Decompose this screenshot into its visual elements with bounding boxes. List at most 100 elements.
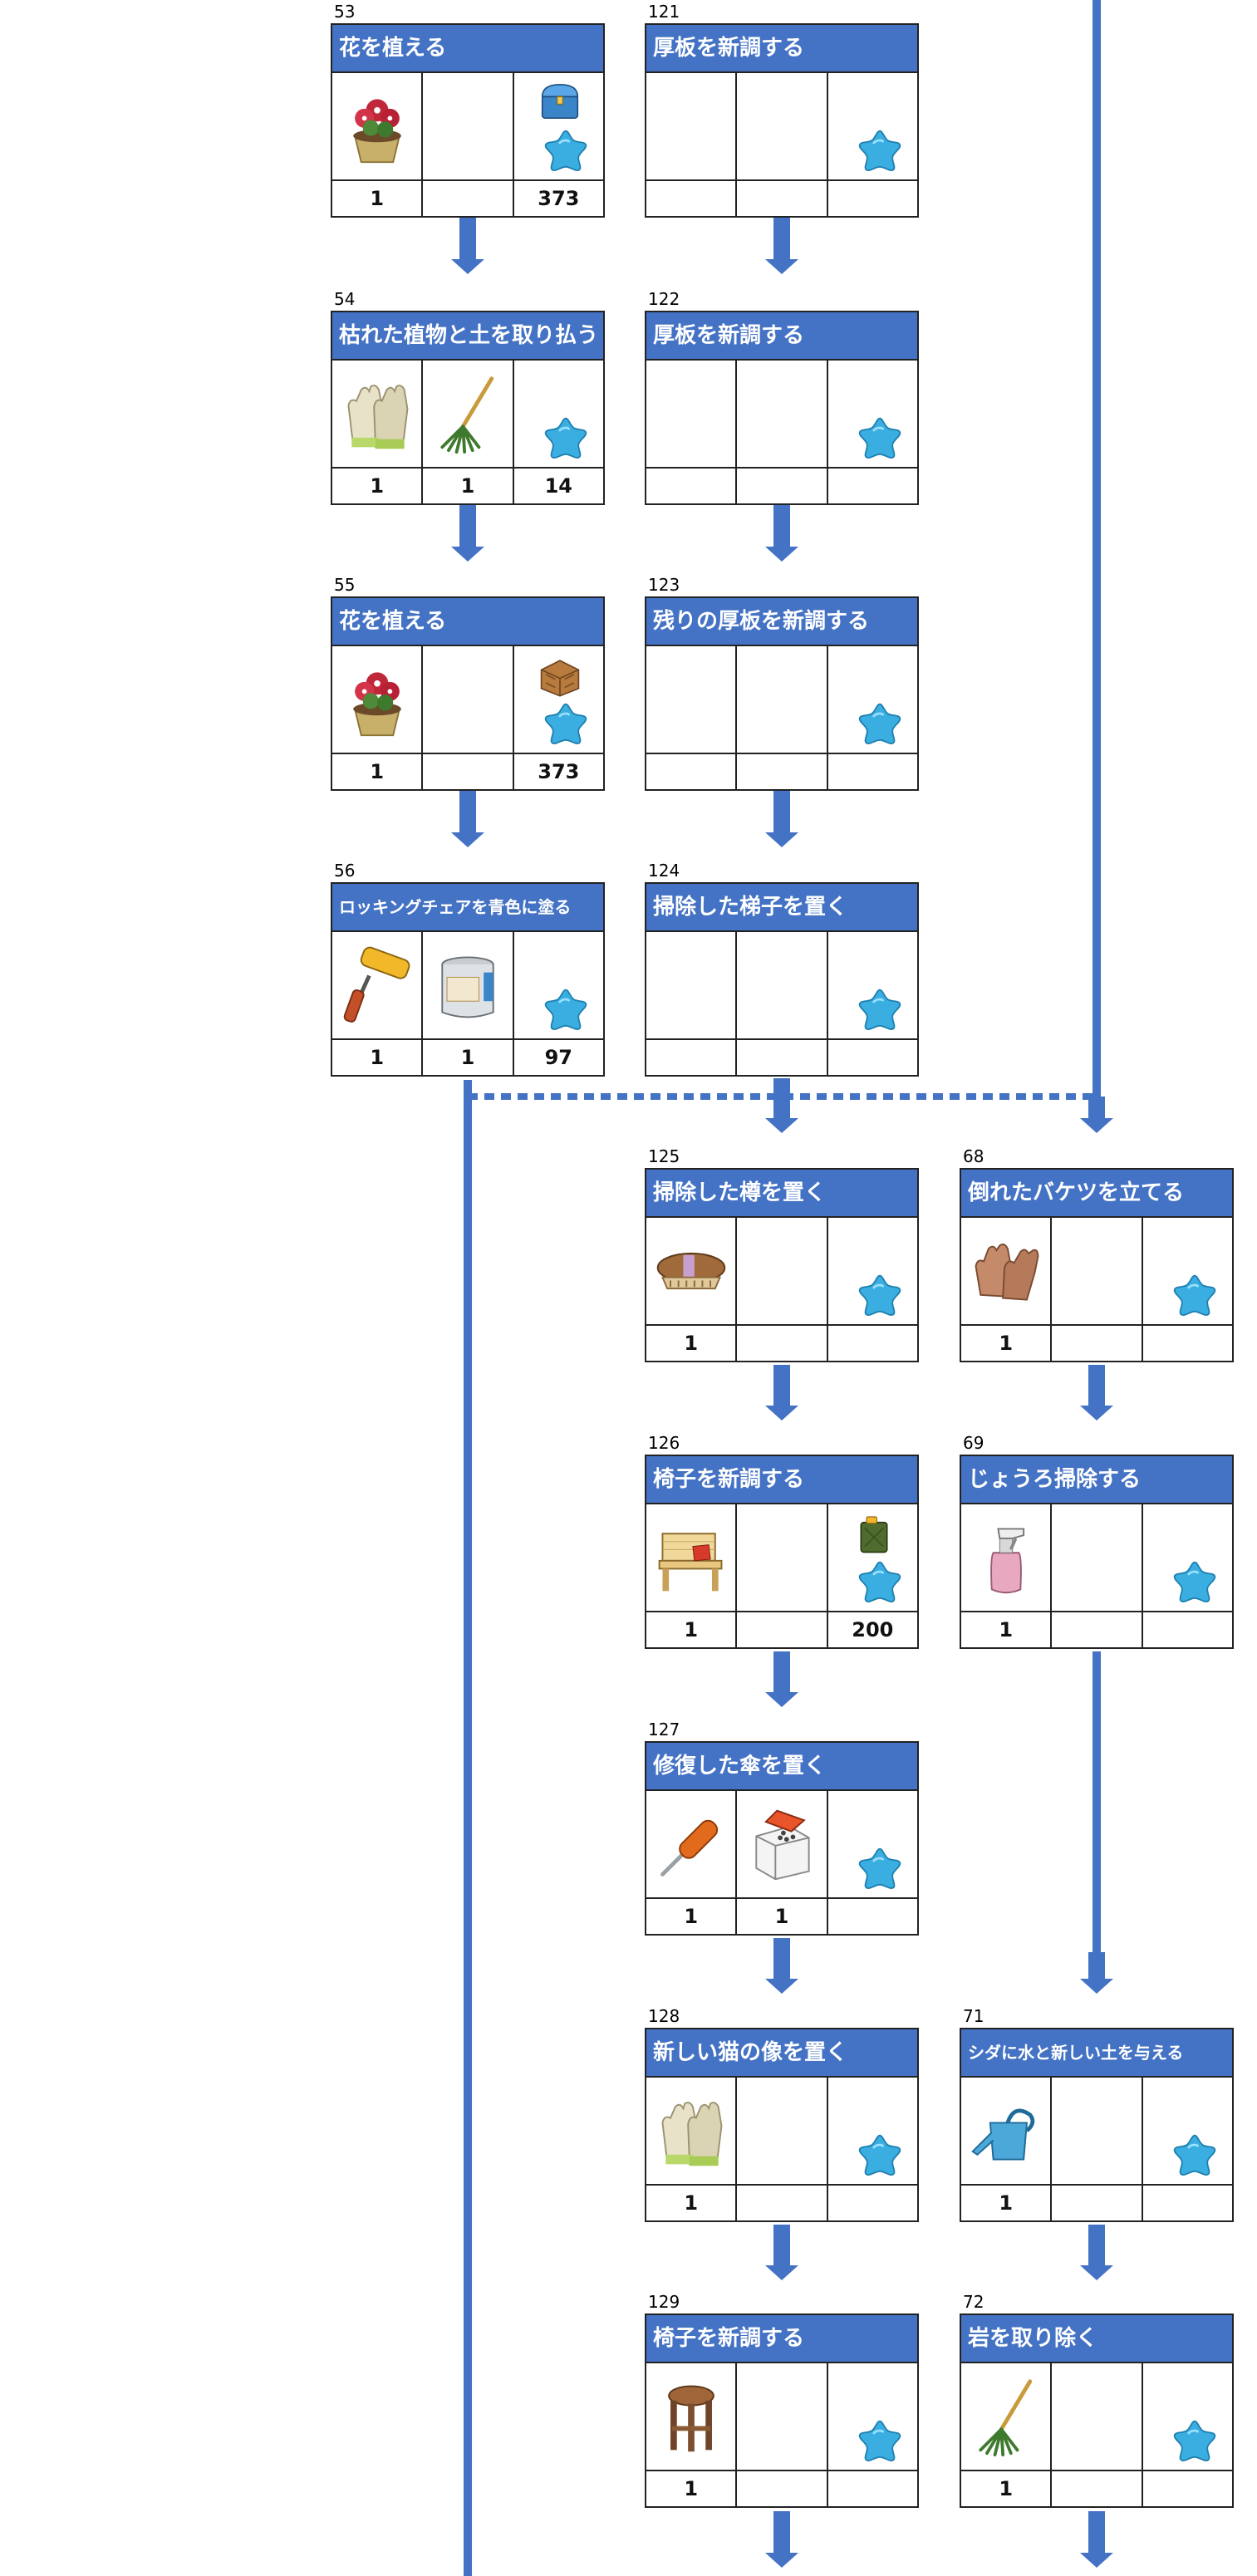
task-title: 椅子を新調する — [646, 2315, 917, 2363]
item-row — [332, 932, 603, 1040]
item-cell — [1052, 2078, 1143, 2184]
paint-roller-icon — [337, 945, 417, 1025]
item-cell — [737, 1218, 828, 1324]
task-title: 掃除した梯子を置く — [646, 884, 917, 932]
reward-cell — [828, 646, 917, 753]
task-title: 厚板を新調する — [646, 25, 917, 73]
task-title: 残りの厚板を新調する — [646, 598, 917, 646]
star-icon — [857, 987, 902, 1032]
count-row: 1 — [961, 1326, 1232, 1361]
nails-box-icon — [742, 1804, 822, 1884]
star-icon — [857, 1273, 902, 1317]
flow-arrow-middle-1 — [765, 505, 798, 562]
task-title: 椅子を新調する — [646, 1456, 917, 1504]
flow-arrow-middle-5 — [765, 1651, 798, 1707]
reward-cell — [514, 932, 603, 1038]
item-row — [646, 1218, 917, 1326]
count-cell — [737, 2186, 828, 2220]
item-cell — [961, 2078, 1053, 2184]
rake-icon — [428, 374, 508, 454]
chest-icon — [537, 78, 583, 125]
task-title: 倒れたバケツを立てる — [961, 1170, 1232, 1218]
flower-pot-icon — [337, 86, 417, 166]
item-cell — [646, 646, 738, 753]
task-title: 修復した傘を置く — [646, 1743, 917, 1791]
item-cell — [737, 361, 828, 467]
star-icon — [1172, 1273, 1217, 1317]
item-row — [646, 73, 917, 181]
item-cell — [646, 361, 738, 467]
stool-icon — [651, 2377, 731, 2456]
count-row: 1 — [646, 2186, 917, 2220]
reward-cell — [828, 1218, 917, 1324]
reward-cell — [828, 1504, 917, 1611]
star-icon — [857, 128, 902, 173]
item-cell — [1052, 2363, 1143, 2470]
item-cell — [646, 932, 738, 1038]
item-cell — [646, 1504, 738, 1611]
task-title: 厚板を新調する — [646, 312, 917, 361]
count-cell — [828, 1326, 917, 1361]
paint-can-icon — [428, 945, 508, 1025]
item-cell — [646, 73, 738, 179]
count-cell — [737, 754, 828, 789]
count-cell: 1 — [332, 469, 424, 503]
item-row — [961, 1504, 1232, 1612]
work-gloves-icon — [966, 1231, 1046, 1311]
item-row — [646, 2078, 917, 2186]
star-icon — [857, 1559, 902, 1604]
task-number: 69 — [963, 1433, 984, 1453]
reward-cell — [1143, 1504, 1232, 1611]
count-cell: 14 — [544, 474, 573, 498]
task-number: 128 — [648, 2006, 680, 2026]
item-cell — [646, 1218, 738, 1324]
flow-arrow-middle-3 — [765, 1078, 798, 1133]
item-cell — [332, 361, 424, 467]
task-title: 枯れた植物と土を取り払う — [332, 312, 603, 361]
task-title: 掃除した樽を置く — [646, 1170, 917, 1218]
item-cell — [737, 646, 828, 753]
star-icon — [857, 2418, 902, 2463]
count-cell — [737, 1326, 828, 1361]
count-cell: 1 — [332, 1040, 424, 1075]
count-cell — [828, 1040, 917, 1075]
count-cell: 1 — [646, 1326, 738, 1361]
reward-cell — [828, 1791, 917, 1897]
task-title: 新しい猫の像を置く — [646, 2029, 917, 2078]
count-cell: 97 — [544, 1046, 573, 1069]
flow-arrow-right-1 — [1080, 1365, 1113, 1420]
count-cell: 1 — [646, 2186, 738, 2220]
count-cell — [828, 2471, 917, 2506]
count-cell — [1143, 1326, 1232, 1361]
task-number: 124 — [648, 861, 680, 881]
count-cell: 1 — [423, 469, 514, 503]
item-row — [646, 1791, 917, 1899]
item-row — [646, 1504, 917, 1612]
star-icon — [543, 415, 588, 460]
item-cell — [737, 2363, 828, 2470]
item-cell — [1052, 1218, 1143, 1324]
item-row — [961, 2078, 1232, 2186]
task-box: 掃除した樽を置く 1 — [645, 1168, 919, 1362]
count-cell — [828, 469, 917, 503]
count-cell — [423, 754, 514, 789]
flow-arrow-middle-7 — [765, 2225, 798, 2280]
item-cell — [423, 646, 514, 753]
reward-cell — [828, 361, 917, 467]
item-row — [961, 2363, 1232, 2471]
task-number: 68 — [963, 1146, 984, 1166]
flow-arrow-middle-8 — [765, 2511, 798, 2568]
flow-arrow-right-2 — [1080, 1952, 1113, 1994]
